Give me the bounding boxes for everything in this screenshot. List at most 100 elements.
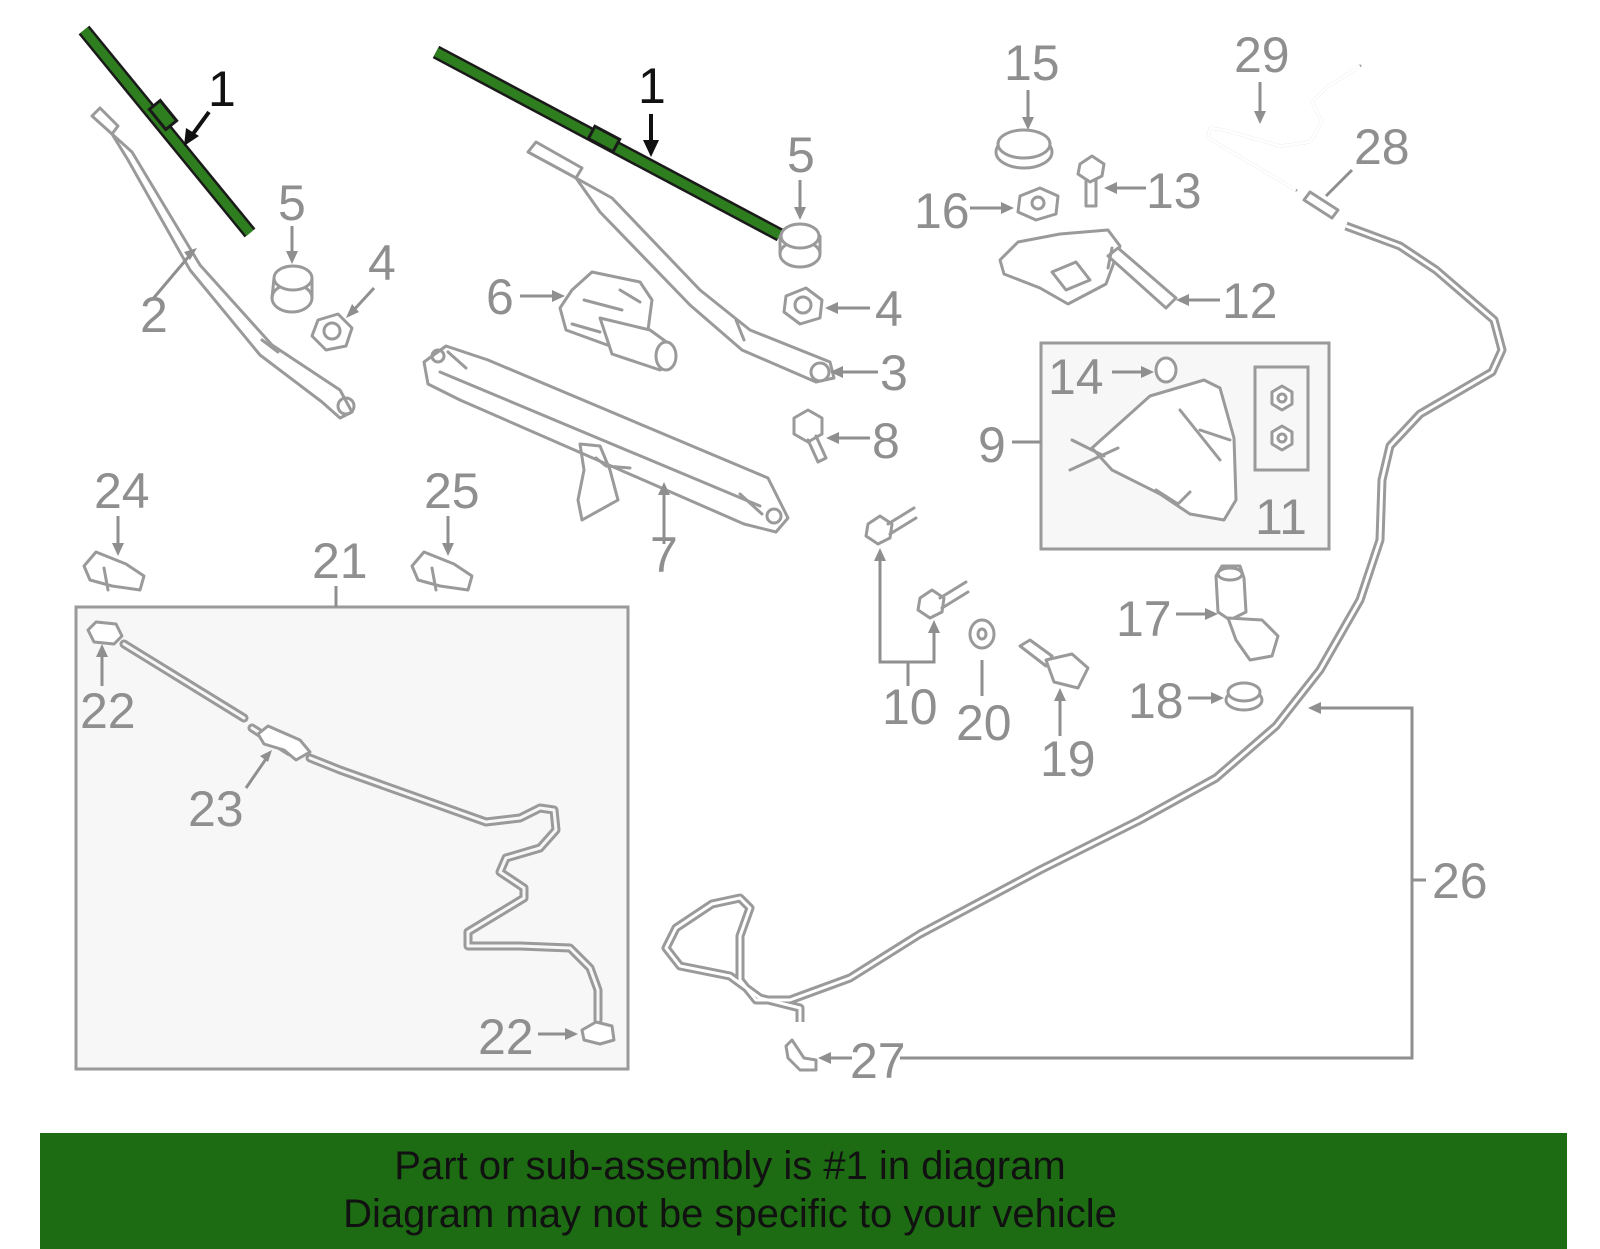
callout-1-left: 1 bbox=[208, 61, 236, 117]
leader-26 bbox=[900, 706, 1414, 1060]
arrow-4-right bbox=[825, 302, 838, 314]
callout-26: 26 bbox=[1432, 853, 1488, 909]
arrow-26 bbox=[1308, 702, 1321, 714]
arrow-16 bbox=[1001, 202, 1014, 214]
bolt-10a bbox=[864, 506, 918, 546]
arrow-10b bbox=[928, 620, 940, 633]
callout-27: 27 bbox=[850, 1033, 906, 1089]
hose-26 bbox=[661, 221, 1507, 1022]
arrow-12 bbox=[1176, 294, 1189, 306]
arrow-5-left bbox=[286, 251, 298, 264]
arrow-29 bbox=[1254, 111, 1266, 124]
arrow-5-right bbox=[794, 207, 806, 220]
wiper-arm-right bbox=[526, 140, 836, 384]
arrow-25 bbox=[442, 543, 454, 556]
arrow-23 bbox=[260, 750, 272, 762]
arrow-blade-right bbox=[643, 140, 659, 157]
callout-8: 8 bbox=[872, 413, 900, 469]
hose-assembly-box bbox=[74, 605, 630, 1071]
bolt-13 bbox=[1076, 154, 1106, 208]
callout-25: 25 bbox=[424, 463, 480, 519]
callout-3: 3 bbox=[880, 345, 908, 401]
nut-left bbox=[310, 312, 354, 352]
callout-13: 13 bbox=[1146, 163, 1202, 219]
arrow-6 bbox=[552, 290, 565, 302]
callout-7: 7 bbox=[650, 527, 678, 583]
arrow-blade-left bbox=[184, 128, 199, 146]
callout-1-right: 1 bbox=[638, 58, 666, 114]
cap-right bbox=[778, 222, 822, 269]
washer-20 bbox=[968, 618, 996, 650]
leader-2 bbox=[150, 254, 192, 301]
arrow-24 bbox=[112, 543, 124, 556]
connector-28 bbox=[1302, 190, 1340, 220]
arrow-27 bbox=[818, 1052, 831, 1064]
nozzle-22-bottom bbox=[580, 1020, 616, 1046]
callout-2: 2 bbox=[140, 287, 168, 343]
connector-23 bbox=[256, 724, 312, 762]
callout-16: 16 bbox=[914, 183, 970, 239]
callout-5-right: 5 bbox=[787, 127, 815, 183]
arrow-13 bbox=[1104, 182, 1117, 194]
arrow-22-bottom bbox=[565, 1028, 578, 1040]
callout-14: 14 bbox=[1048, 349, 1104, 405]
level-sensor bbox=[1018, 638, 1090, 690]
jet-24 bbox=[82, 550, 146, 592]
callout-28: 28 bbox=[1354, 119, 1410, 175]
nozzle-22-top bbox=[86, 620, 124, 646]
jet-25 bbox=[410, 550, 474, 592]
arrow-2 bbox=[184, 248, 197, 260]
nuts-11-box bbox=[1253, 365, 1310, 472]
arrow-10a bbox=[874, 548, 886, 561]
arrow-18 bbox=[1211, 692, 1224, 704]
cap-left bbox=[270, 264, 314, 314]
banner-line-disclaimer: Diagram may not be specific to your vehi… bbox=[343, 1192, 1117, 1236]
washer-pump bbox=[1214, 564, 1280, 662]
callout-23: 23 bbox=[188, 781, 244, 837]
arrow-17 bbox=[1205, 608, 1218, 620]
callout-22-bottom: 22 bbox=[478, 1009, 534, 1065]
bracket-16 bbox=[1016, 186, 1060, 222]
wiper-blade-left[interactable] bbox=[78, 25, 256, 238]
wiper-blade-right[interactable] bbox=[432, 45, 784, 242]
callout-12: 12 bbox=[1222, 273, 1278, 329]
arrow-14 bbox=[1141, 366, 1154, 378]
callout-11: 11 bbox=[1255, 489, 1307, 545]
reservoir-cap bbox=[994, 128, 1054, 170]
callout-18: 18 bbox=[1128, 673, 1184, 729]
arrow-8 bbox=[826, 432, 839, 444]
callout-29: 29 bbox=[1234, 27, 1290, 83]
bolt-8 bbox=[792, 408, 828, 464]
callout-22-top: 22 bbox=[80, 683, 136, 739]
arrow-22-top bbox=[96, 644, 108, 657]
washer-reservoir bbox=[1068, 378, 1238, 522]
wiper-motor bbox=[558, 270, 678, 372]
callout-17: 17 bbox=[1116, 591, 1172, 647]
callout-20: 20 bbox=[956, 695, 1012, 751]
wiper-linkage bbox=[422, 344, 790, 534]
seal-14 bbox=[1154, 356, 1178, 384]
callout-19: 19 bbox=[1040, 731, 1096, 787]
grommet bbox=[1224, 681, 1264, 712]
hose-29 bbox=[1206, 64, 1362, 192]
leader-28 bbox=[1324, 168, 1354, 198]
elbow-27 bbox=[784, 1038, 818, 1072]
callout-4-right: 4 bbox=[875, 281, 903, 337]
banner-line-part: Part or sub-assembly is #1 in diagram bbox=[394, 1144, 1066, 1188]
callout-9: 9 bbox=[978, 417, 1006, 473]
arrow-4-left bbox=[346, 304, 359, 318]
callout-5-left: 5 bbox=[278, 175, 306, 231]
arrow-7 bbox=[658, 482, 670, 495]
info-banner: Part or sub-assembly is #1 in diagram Di… bbox=[40, 1133, 1567, 1249]
arrow-19 bbox=[1054, 688, 1066, 701]
leader-23 bbox=[244, 755, 270, 789]
wiper-arm-left bbox=[90, 106, 356, 420]
callout-6: 6 bbox=[486, 269, 514, 325]
callout-24: 24 bbox=[94, 463, 150, 519]
leader-4-left bbox=[350, 286, 376, 314]
bolt-10b bbox=[916, 580, 970, 620]
arrow-15 bbox=[1022, 117, 1034, 130]
arrow-3 bbox=[830, 366, 843, 378]
callout-4-left: 4 bbox=[368, 235, 396, 291]
